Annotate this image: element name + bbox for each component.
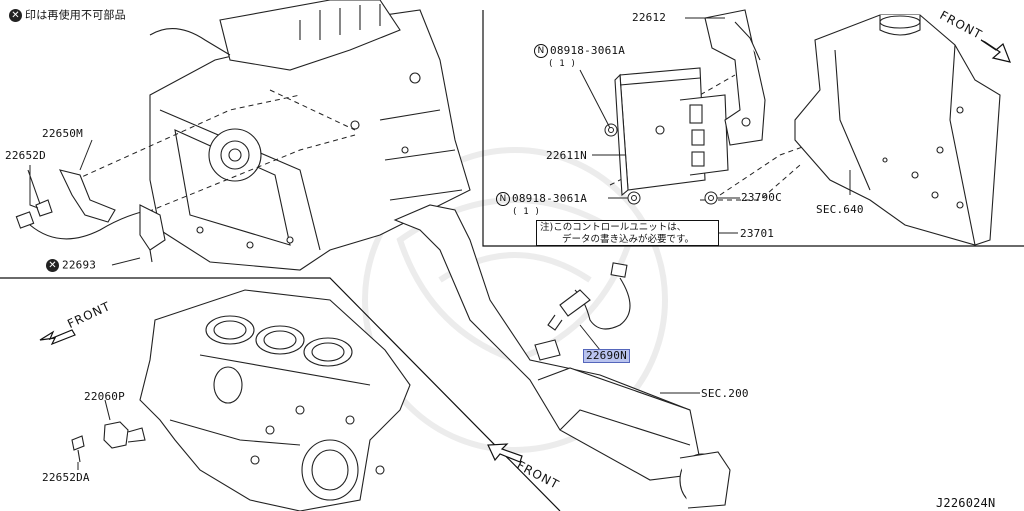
part-label-22612[interactable]: 22612 <box>632 11 667 24</box>
part-label-22690N[interactable]: 22690N <box>583 349 630 363</box>
n-circle-icon: N <box>496 192 510 206</box>
part-number: 08918-3061A <box>512 192 588 205</box>
part-label-22652D[interactable]: 22652D <box>5 149 46 162</box>
part-label-22693[interactable]: ✕22693 <box>46 259 96 272</box>
part-label-22652DA[interactable]: 22652DA <box>42 471 90 484</box>
x-circle-icon: ✕ <box>9 9 22 22</box>
part-number: 22693 <box>62 258 97 272</box>
part-label-23701[interactable]: 23701 <box>740 227 775 240</box>
x-circle-icon: ✕ <box>46 259 59 272</box>
section-dividers <box>0 10 1024 511</box>
note-line-2: データの書き込みが必要です。 <box>562 234 695 245</box>
engine-assembly <box>149 0 471 271</box>
note-line-1: 注)このコントロールユニットは、 <box>540 222 687 233</box>
quantity-upper: ( 1 ) <box>548 59 577 69</box>
part-label-22060P[interactable]: 22060P <box>84 390 125 403</box>
n-circle-icon: N <box>534 44 548 58</box>
front-arrows <box>39 39 1011 463</box>
section-ref-640[interactable]: SEC.640 <box>816 203 864 216</box>
bracket-22650M <box>27 169 116 223</box>
quantity-lower: ( 1 ) <box>512 207 541 217</box>
sensor-22693 <box>15 204 166 263</box>
cylinder-block <box>139 289 411 511</box>
part-number: 08918-3061A <box>550 44 626 57</box>
part-label-23790C[interactable]: 23790C <box>741 191 782 204</box>
figure-code: J226024N <box>936 496 996 510</box>
nuts <box>604 123 718 205</box>
part-label-22611N[interactable]: 22611N <box>546 149 587 162</box>
bracket-22612 <box>704 9 766 146</box>
ecu-22611N <box>614 67 729 197</box>
section-ref-200[interactable]: SEC.200 <box>701 387 749 400</box>
legend-text: 印は再使用不可部品 <box>25 8 126 22</box>
non-reusable-legend: ✕印は再使用不可部品 <box>9 9 126 22</box>
part-label-22650M[interactable]: 22650M <box>42 127 83 140</box>
exhaust-pipe <box>393 204 731 509</box>
programming-note: 注)このコントロールユニットは、 データの書き込みが必要です。 <box>536 220 719 246</box>
leader-lines <box>29 17 851 470</box>
knock-sensor-22060P <box>71 421 146 463</box>
o2-sensor-22690N <box>547 262 631 331</box>
panel-sec640 <box>794 14 1001 246</box>
